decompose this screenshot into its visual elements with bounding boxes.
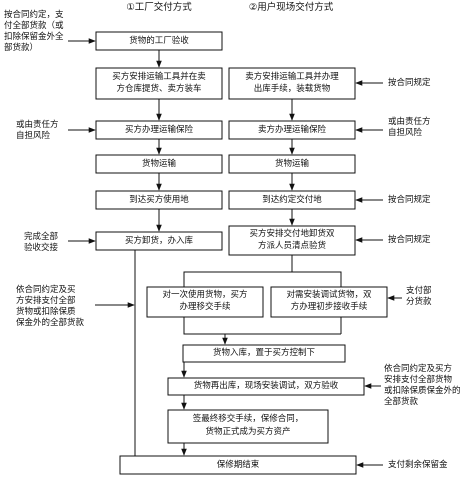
- note-pay-all-factory-line4: 部货款）: [4, 43, 39, 53]
- box-install-needed-line2: 方办理初步接收手续: [290, 302, 368, 312]
- box-joint-inspection-line2: 方派人员清点验货: [257, 241, 326, 251]
- note-pay-part-line2: 分货款: [406, 297, 432, 307]
- box-seller-transport-outbound: [228, 67, 356, 100]
- note-contract-1: 按合同规定: [388, 78, 431, 88]
- box-warehouse-control: [182, 344, 346, 363]
- box-joint-inspection: [228, 225, 356, 256]
- box-one-time-use: [146, 286, 264, 318]
- box-one-time-use-line2: 办理移交手续: [179, 302, 231, 312]
- box-seller-insurance-label: 卖方办理运输保险: [257, 125, 326, 135]
- box-buyer-transport-pickup-line2: 方仓库提货、卖方装车: [116, 84, 202, 94]
- header-factory-delivery: ①工厂交付方式: [126, 2, 192, 13]
- merge-to-warehouse: [183, 317, 225, 335]
- box-transport-left-label: 货物运输: [141, 159, 176, 169]
- box-one-time-use-line1: 对一次使用货物，买方: [162, 290, 248, 300]
- header-site-delivery: ②用户现场交付方式: [248, 2, 334, 13]
- note-self-risk-left-line2: 自担风险: [16, 131, 51, 141]
- box-buyer-transport-pickup-line1: 买方安排运输工具并在卖: [112, 72, 206, 82]
- note-pay-all-right-line1: 依合同约定及买方: [384, 364, 453, 374]
- note-pay-all-left-line3: 货物或扣除保质: [16, 307, 76, 317]
- box-factory-acceptance-label: 货物的工厂验收: [129, 36, 189, 46]
- box-seller-transport-outbound-line1: 卖方安排运输工具并办理: [245, 72, 339, 82]
- box-final-handover: [167, 409, 329, 444]
- note-pay-all-left-line1: 依合同约定及买: [16, 285, 76, 295]
- box-warranty-end: [119, 455, 357, 475]
- box-final-handover-line2: 货物正式成为买方资产: [205, 427, 291, 437]
- box-install-acceptance-label: 货物再出库，现场安装调试，双方验收: [193, 381, 339, 391]
- note-pay-retention: 支付剩余保留金: [388, 460, 448, 470]
- box-buyer-insurance-label: 买方办理运输保险: [124, 125, 193, 135]
- note-pay-all-right-line2: 安排支付全部货物: [384, 375, 453, 385]
- box-arrive-buyer-label: 到达买方使用地: [129, 195, 189, 205]
- box-final-handover-line1: 签最终移交手续，保修合同，: [192, 414, 304, 424]
- box-buyer-unload: [95, 231, 223, 251]
- note-self-risk-right-line2: 自担风险: [388, 128, 423, 138]
- note-pay-all-left-line4: 保金外的全部货款: [16, 318, 85, 328]
- branch-inspection: [183, 271, 342, 287]
- box-warranty-end-label: 保修期结束: [216, 460, 260, 470]
- note-pay-part-line1: 支付部: [406, 286, 432, 296]
- box-buyer-transport-pickup: [95, 67, 223, 100]
- note-complete-acceptance-line1: 完成全部: [24, 232, 59, 242]
- note-pay-all-right-line3: 或扣除保质保金外的: [384, 386, 461, 396]
- box-transport-right-label: 货物运输: [274, 159, 309, 169]
- note-pay-all-right-line4: 全部货款: [384, 397, 419, 407]
- box-arrive-agreed-label: 到达约定交付地: [262, 195, 322, 205]
- note-pay-all-factory-line3: 扣除保留金外全: [4, 32, 64, 42]
- note-contract-2: 按合同规定: [388, 195, 431, 205]
- box-warehouse-control-label: 货物入库，置于买方控制下: [212, 348, 315, 358]
- box-buyer-unload-label: 买方卸货，办入库: [124, 236, 193, 246]
- note-contract-3: 按合同规定: [388, 235, 431, 245]
- note-pay-all-factory-line1: 按合同约定，支: [4, 10, 64, 20]
- note-pay-all-factory-line2: 付全部货款（或: [4, 21, 64, 31]
- note-self-risk-right-line1: 或由责任方: [388, 117, 431, 127]
- box-joint-inspection-line1: 买方安排交付地卸货双: [249, 229, 335, 239]
- box-install-needed-line1: 对需安装调试货物，双: [286, 290, 372, 300]
- box-seller-transport-outbound-line2: 出库手续，装载货物: [253, 84, 331, 94]
- box-install-needed: [270, 286, 388, 318]
- box-install-acceptance: [167, 377, 365, 396]
- note-complete-acceptance-line2: 验收交接: [24, 243, 59, 253]
- note-pay-all-left-line2: 方安排支付全部: [16, 296, 76, 306]
- note-self-risk-left-line1: 或由责任方: [16, 120, 59, 130]
